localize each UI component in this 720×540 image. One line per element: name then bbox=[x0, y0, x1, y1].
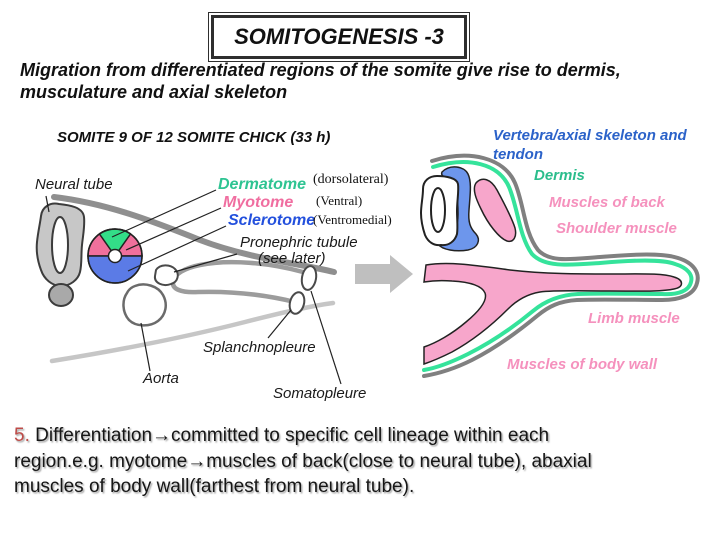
dermis-label: Dermis bbox=[534, 167, 585, 184]
skin-line bbox=[422, 153, 700, 378]
coelom-loop-line bbox=[170, 259, 306, 305]
right-differentiation-diagram bbox=[419, 153, 700, 378]
aorta-shape bbox=[122, 283, 167, 327]
subtitle-line-1: Migration from differentiated regions of… bbox=[20, 60, 621, 80]
leader-lines bbox=[45, 189, 342, 385]
myotome-label: Myotome bbox=[223, 194, 294, 211]
splanchnopleure-label: Splanchnopleure bbox=[203, 339, 316, 356]
page-title: SOMITOGENESIS -3 bbox=[234, 24, 444, 49]
somitocoel bbox=[107, 248, 123, 264]
left-somite-diagram bbox=[35, 189, 342, 385]
footer-line-3: muscles of body wall(farthest from neura… bbox=[14, 476, 415, 497]
shoulder-muscle-label: Shoulder muscle bbox=[556, 220, 677, 237]
sclerotome-label: Sclerotome bbox=[228, 212, 316, 229]
subtitle-line-2: musculature and axial skeleton bbox=[20, 82, 288, 102]
muscles-of-back-label: Muscles of back bbox=[549, 194, 665, 211]
sclerotome-note: (Ventromedial) bbox=[313, 212, 392, 227]
right-arrow-icon bbox=[355, 255, 413, 293]
notochord-shape bbox=[48, 283, 74, 307]
dermatome-label: Dermatome bbox=[218, 176, 307, 193]
footer-paragraph: 5. Differentiation→committed to specific… bbox=[14, 423, 674, 500]
footer-line-2: region.e.g. myotome→muscles of back(clos… bbox=[14, 450, 592, 472]
somatopleure-shape bbox=[300, 265, 318, 291]
ectoderm-line bbox=[51, 194, 337, 275]
limb-bodywall-muscle-shape bbox=[423, 262, 683, 366]
footer-number: 5. bbox=[14, 425, 30, 446]
neural-tube-label: Neural tube bbox=[35, 176, 113, 193]
pronephric-tubule-note: (see later) bbox=[258, 250, 326, 267]
splanchnopleure-shape bbox=[288, 291, 306, 315]
footer-line-1: Differentiation→committed to specific ce… bbox=[35, 425, 550, 446]
neural-tube-lumen bbox=[51, 216, 69, 274]
somite-heading: SOMITE 9 OF 12 SOMITE CHICK (33 h) bbox=[57, 129, 331, 146]
limb-muscle-label: Limb muscle bbox=[588, 310, 680, 327]
pronephric-tubule-shape bbox=[153, 264, 179, 286]
pronephric-tubule-label: Pronephric tubule bbox=[240, 234, 358, 251]
myotome-note: (Ventral) bbox=[316, 193, 363, 208]
vertebra-label: Vertebra/axial skeleton and tendon bbox=[493, 127, 687, 163]
aorta-label: Aorta bbox=[143, 370, 179, 387]
back-muscle-shape bbox=[473, 178, 517, 243]
dermis-line bbox=[422, 160, 694, 372]
muscles-of-body-wall-label: Muscles of body wall bbox=[507, 356, 658, 373]
somatopleure-label: Somatopleure bbox=[273, 385, 367, 402]
dermatome-note: (dorsolateral) bbox=[313, 172, 389, 187]
title-box: SOMITOGENESIS -3 bbox=[208, 12, 470, 62]
neural-tube-right-lumen bbox=[430, 187, 446, 233]
subtitle: Migration from differentiated regions of… bbox=[20, 59, 660, 103]
somite-circle bbox=[87, 228, 143, 284]
